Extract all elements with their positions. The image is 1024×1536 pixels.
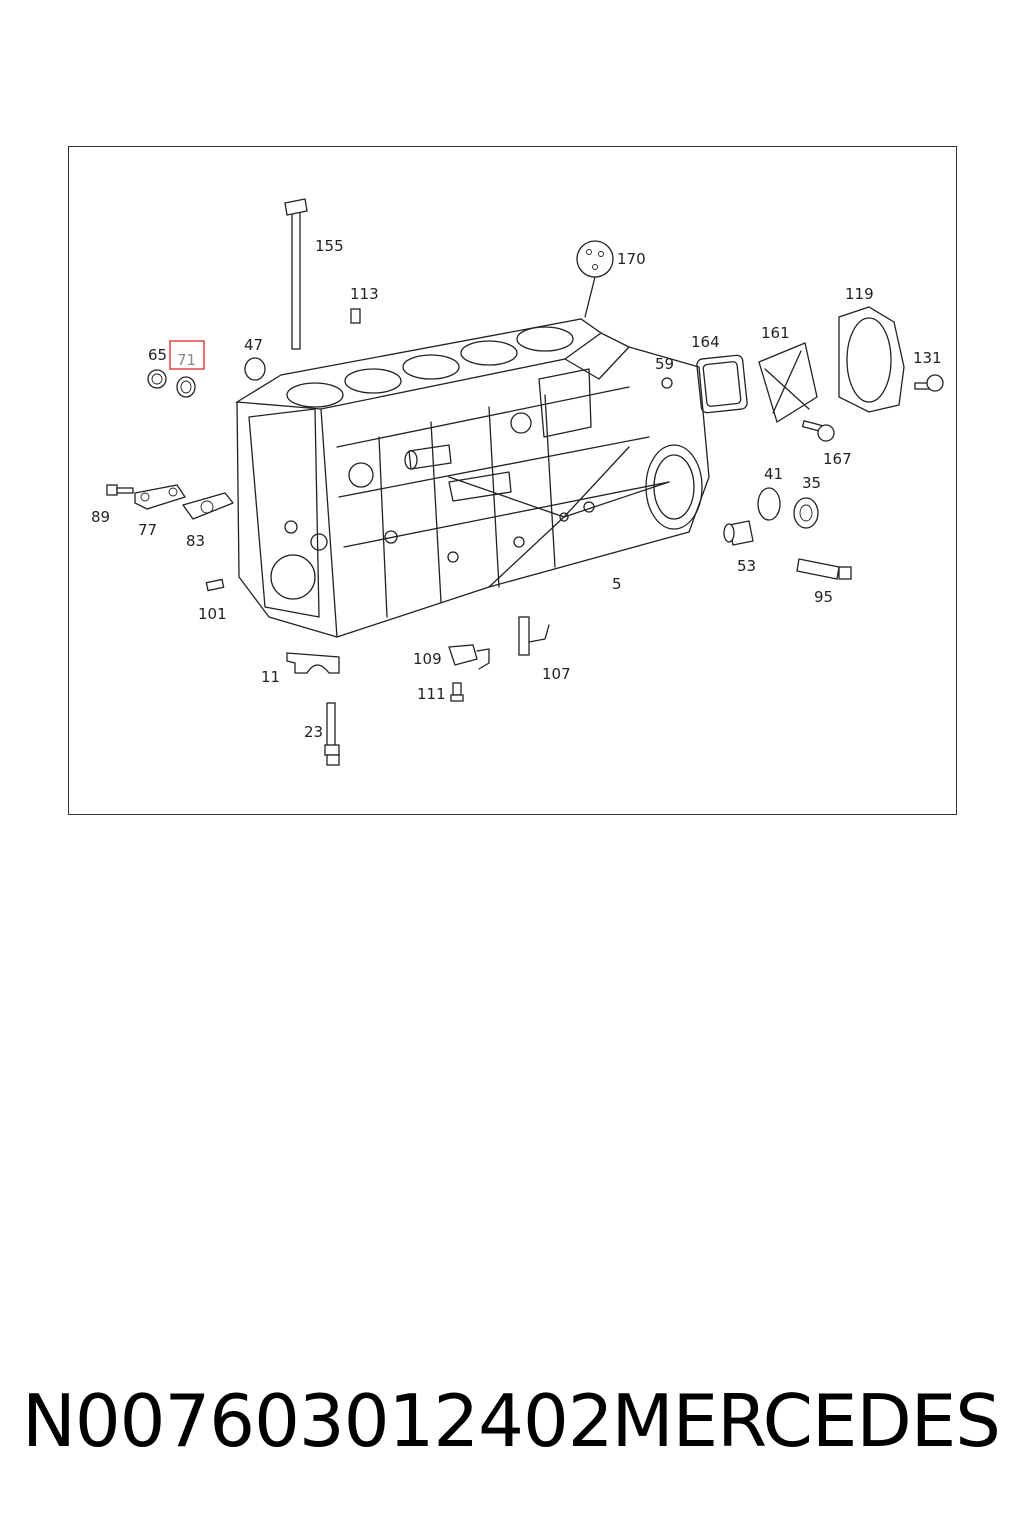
dowel-101 — [205, 578, 225, 592]
callout-71-highlighted[interactable]: 71 — [177, 351, 196, 369]
callout-155[interactable]: 155 — [315, 237, 344, 255]
sensor-95 — [796, 558, 852, 580]
callout-119[interactable]: 119 — [845, 285, 874, 303]
engine-block-exploded-diagram: 155 113 170 119 164 161 131 65 71 47 59 … — [91, 198, 944, 766]
callout-167[interactable]: 167 — [823, 450, 852, 468]
sensor-109 — [448, 644, 490, 670]
gasket-164 — [696, 354, 748, 414]
gasket-83 — [182, 492, 234, 520]
callout-35[interactable]: 35 — [802, 474, 821, 492]
callout-111[interactable]: 111 — [417, 685, 446, 703]
callout-95[interactable]: 95 — [814, 588, 833, 606]
callout-11[interactable]: 11 — [261, 668, 280, 686]
screw-111 — [450, 682, 464, 702]
ring-59 — [661, 377, 673, 389]
callout-131[interactable]: 131 — [913, 349, 942, 367]
seal-35 — [793, 497, 819, 529]
part-number: N007603012402 — [22, 1379, 614, 1463]
bolt-23 — [324, 702, 340, 766]
sleeve-53 — [723, 520, 754, 546]
callout-5[interactable]: 5 — [612, 575, 622, 593]
callout-23[interactable]: 23 — [304, 723, 323, 741]
plug-47 — [244, 357, 266, 381]
callout-109[interactable]: 109 — [413, 650, 442, 668]
highlight-box — [169, 340, 205, 370]
plate-170 — [576, 240, 614, 318]
callout-77[interactable]: 77 — [138, 521, 157, 539]
engine-block-drawing — [234, 318, 710, 638]
callout-113[interactable]: 113 — [350, 285, 379, 303]
seal-carrier-119 — [838, 306, 905, 413]
fitting-107 — [518, 616, 550, 656]
callout-41[interactable]: 41 — [764, 465, 783, 483]
parts-diagram-frame: 155 113 170 119 164 161 131 65 71 47 59 … — [68, 146, 957, 815]
callout-164[interactable]: 164 — [691, 333, 720, 351]
callout-101[interactable]: 101 — [198, 605, 227, 623]
o-ring-41 — [757, 487, 781, 521]
seal-ring-71 — [176, 376, 196, 398]
bolt-167 — [801, 419, 835, 442]
bolt-89 — [106, 484, 134, 496]
screw-131 — [914, 374, 944, 392]
dowel-113 — [350, 308, 361, 324]
callout-65[interactable]: 65 — [148, 346, 167, 364]
callout-170[interactable]: 170 — [617, 250, 646, 268]
footer: N007603012402 MERCEDES — [0, 1376, 1024, 1466]
brand-name: MERCEDES — [611, 1379, 1001, 1463]
callout-47[interactable]: 47 — [244, 336, 263, 354]
callout-161[interactable]: 161 — [761, 324, 790, 342]
bearing-cap-11 — [286, 652, 340, 674]
callout-83[interactable]: 83 — [186, 532, 205, 550]
callout-53[interactable]: 53 — [737, 557, 756, 575]
cover-plate-77 — [134, 484, 187, 510]
callout-89[interactable]: 89 — [91, 508, 110, 526]
cover-161 — [758, 342, 818, 424]
head-bolt-155 — [284, 198, 308, 350]
plug-65 — [147, 369, 167, 389]
callout-107[interactable]: 107 — [542, 665, 571, 683]
callout-59[interactable]: 59 — [655, 355, 674, 373]
